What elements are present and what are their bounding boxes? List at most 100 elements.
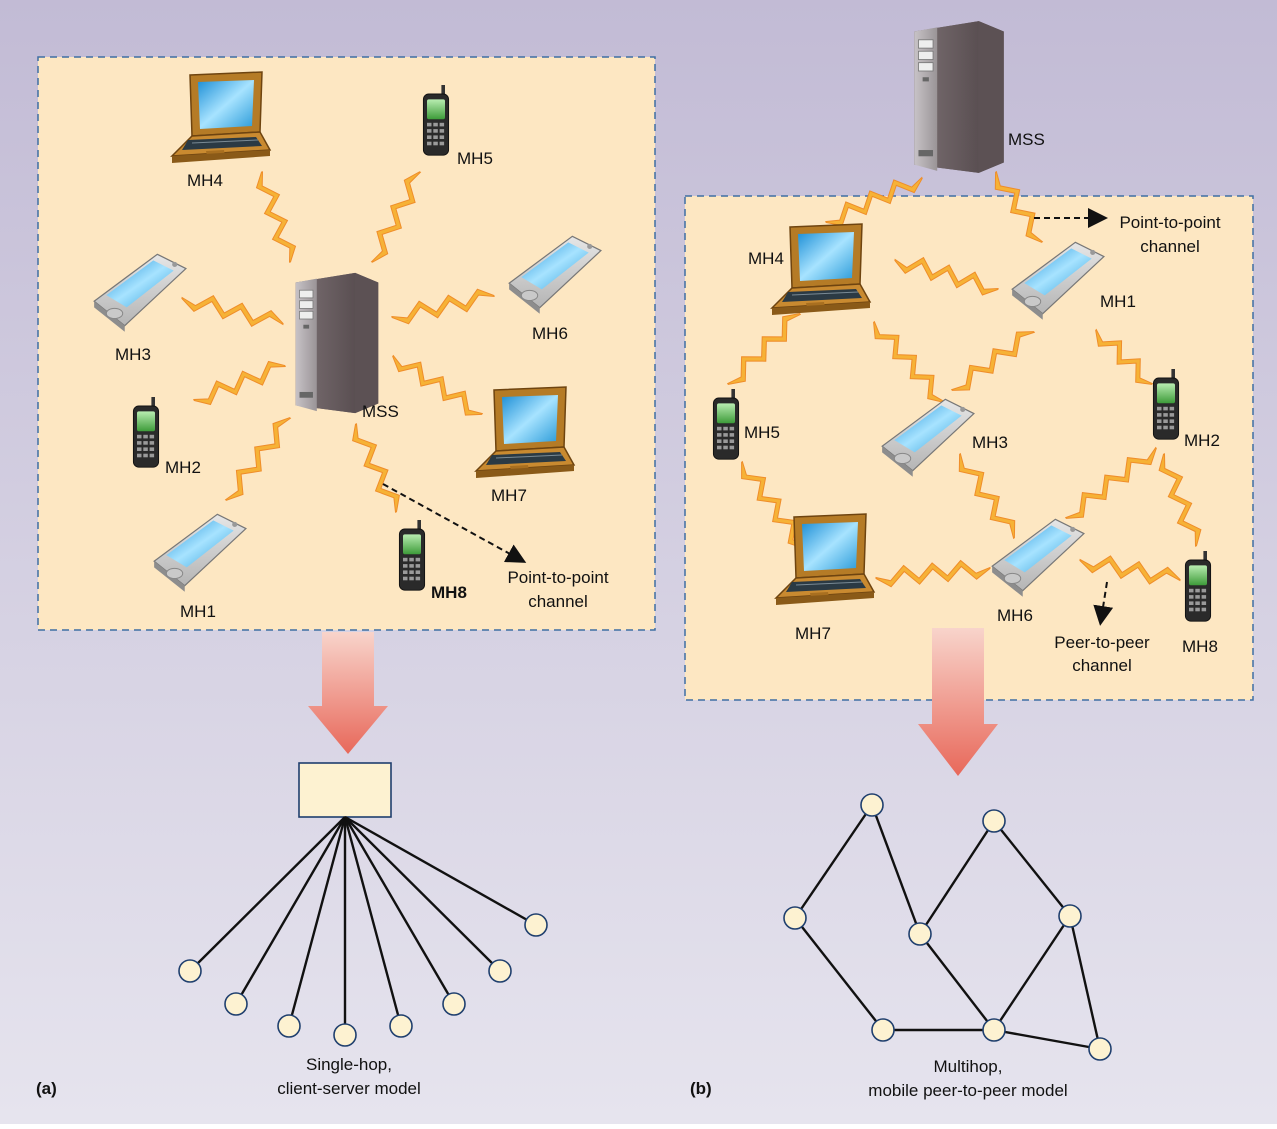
panel-b-peer-line1: Peer-to-peer <box>1054 633 1150 652</box>
panel-a-caption-line2: client-server model <box>277 1079 421 1098</box>
panel-b-mh1-label: MH1 <box>1100 292 1136 311</box>
phone-icon <box>422 84 450 156</box>
wireless-link-bolt <box>193 360 286 406</box>
panel-a-channel-line1: Point-to-point <box>507 568 608 587</box>
panel-a-mh6-label: MH6 <box>532 324 568 343</box>
wireless-link-bolt <box>726 313 802 385</box>
wireless-link-bolt <box>224 417 292 501</box>
panel-b-mh2-label: MH2 <box>1184 431 1220 450</box>
client-node <box>389 1014 413 1038</box>
phone-icon <box>398 519 426 591</box>
mesh-edge <box>993 915 1071 1031</box>
panel-b-peer-line2: channel <box>1072 656 1132 675</box>
mesh-edge <box>993 1028 1101 1051</box>
star-edge <box>189 816 346 972</box>
star-edge <box>344 816 501 972</box>
panel-b-p2p-line2: channel <box>1140 237 1200 256</box>
client-node <box>178 959 202 983</box>
client-node <box>488 959 512 983</box>
wireless-link-bolt <box>1079 555 1181 585</box>
peer-node <box>1058 904 1082 928</box>
peer-to-peer-arrow <box>1093 581 1114 626</box>
wireless-link-bolt <box>352 423 400 513</box>
panel-b-mh7-label: MH7 <box>795 624 831 643</box>
panel-a-mh5-label: MH5 <box>457 149 493 168</box>
client-node <box>333 1023 357 1047</box>
panel-b-mh6-label: MH6 <box>997 606 1033 625</box>
panel-b-mh3-label: MH3 <box>972 433 1008 452</box>
star-edge <box>343 816 456 1005</box>
mesh-edge <box>870 804 922 935</box>
client-node <box>277 1014 301 1038</box>
wireless-link-bolt <box>1064 446 1157 519</box>
panel-b-caption-line1: Multihop, <box>934 1057 1003 1076</box>
client-node <box>442 992 466 1016</box>
server-node <box>298 762 392 818</box>
peer-node <box>871 1018 895 1042</box>
peer-node <box>982 809 1006 833</box>
phone-icon <box>1184 550 1212 622</box>
phone-icon <box>712 388 740 460</box>
client-node <box>524 913 548 937</box>
mesh-edge <box>1068 915 1102 1050</box>
peer-node <box>982 1018 1006 1042</box>
mesh-graph <box>783 793 1112 1061</box>
panel-b-down-arrow <box>918 628 998 776</box>
mesh-edge <box>918 820 996 935</box>
panel-a-mh4-label: MH4 <box>187 171 223 190</box>
panel-a-down-arrow <box>308 632 388 754</box>
peer-node <box>1088 1037 1112 1061</box>
phone-icon <box>1152 368 1180 440</box>
phone-icon <box>132 396 160 468</box>
mesh-edge <box>794 804 873 919</box>
panel-a-caption-line1: Single-hop, <box>306 1055 392 1074</box>
panel-b-caption-line2: mobile peer-to-peer model <box>868 1081 1067 1100</box>
panel-a-wireless-links <box>181 171 495 513</box>
panel-a-letter: (a) <box>36 1079 57 1098</box>
panel-a-mh1-label: MH1 <box>180 602 216 621</box>
panel-b: MSS MH4 MH1 MH5 MH3 MH2 MH7 MH6 MH8 Poin… <box>684 20 1254 1100</box>
wireless-link-bolt <box>181 295 284 327</box>
client-node <box>224 992 248 1016</box>
panel-a-mh8-label: MH8 <box>431 583 467 602</box>
panel-b-mh5-label: MH5 <box>744 423 780 442</box>
panel-a-mh3-label: MH3 <box>115 345 151 364</box>
panel-b-letter: (b) <box>690 1079 712 1098</box>
panel-b-mss-label: MSS <box>1008 130 1045 149</box>
peer-node <box>783 906 807 930</box>
mesh-edge <box>794 917 884 1031</box>
panel-a-channel-line2: channel <box>528 592 588 611</box>
panel-a-mh7-label: MH7 <box>491 486 527 505</box>
peer-node <box>860 793 884 817</box>
wireless-link-bolt <box>875 559 991 588</box>
mesh-edge <box>993 820 1071 917</box>
star-graph <box>178 815 548 1047</box>
star-edge <box>287 816 347 1027</box>
panel-b-mh4-label: MH4 <box>748 249 784 268</box>
mss-server-icon <box>295 272 379 414</box>
wireless-link-bolt <box>370 171 422 263</box>
star-edge <box>234 816 347 1005</box>
wireless-link-bolt <box>825 176 923 227</box>
panel-b-p2p-line1: Point-to-point <box>1119 213 1220 232</box>
panel-b-wireless-links <box>726 170 1202 588</box>
panel-b-mh8-label: MH8 <box>1182 637 1218 656</box>
wireless-link-bolt <box>1158 453 1202 547</box>
peer-node <box>908 922 932 946</box>
wireless-link-bolt <box>392 354 484 416</box>
star-edge <box>343 816 403 1027</box>
mss-server-icon <box>913 20 1005 174</box>
panel-a-mss-label: MSS <box>362 402 399 421</box>
wireless-link-bolt <box>894 256 999 296</box>
wireless-link-bolt <box>1095 328 1154 385</box>
wireless-link-bolt <box>391 288 495 325</box>
wireless-link-bolt <box>994 170 1044 243</box>
panel-a-mh2-label: MH2 <box>165 458 201 477</box>
wireless-link-bolt <box>958 452 1016 540</box>
point-to-point-arrow <box>382 483 527 563</box>
wireless-link-bolt <box>255 171 297 263</box>
star-edge <box>344 815 537 927</box>
panel-b-box <box>684 195 1254 701</box>
